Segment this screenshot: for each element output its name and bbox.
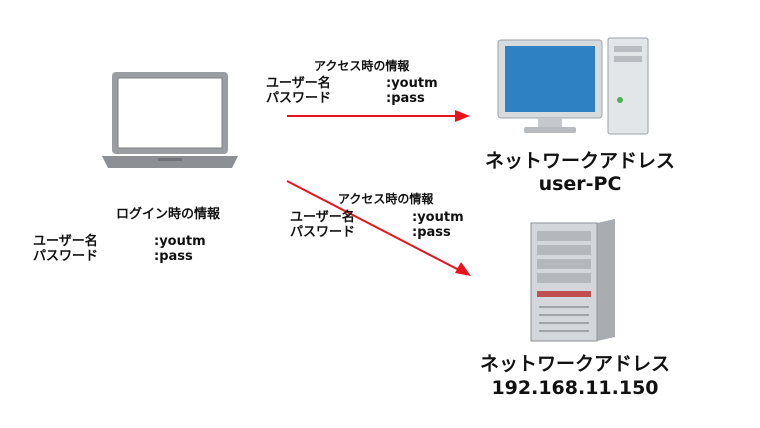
arrow-to-server-head: [455, 262, 471, 276]
pc-network-label: ネットワークアドレス: [484, 150, 675, 172]
access-server-title: アクセス時の情報: [338, 192, 434, 206]
access-pc-title: アクセス時の情報: [314, 59, 410, 73]
access-pc-user-value: :youtm: [386, 76, 438, 91]
arrow-to-pc-head: [455, 110, 470, 122]
server-icon: [530, 219, 615, 342]
login-user-value: :youtm: [154, 234, 206, 249]
access-server-pass-label: パスワード: [290, 225, 356, 240]
desktop-pc-icon: [497, 37, 649, 135]
access-pc-pass-label: パスワード: [266, 91, 332, 106]
login-info-title: ログイン時の情報: [116, 207, 221, 222]
login-pass-label: パスワード: [33, 249, 99, 264]
login-pass-value: :pass: [154, 249, 193, 264]
pc-network-address: user-PC: [538, 173, 622, 195]
access-server-user-value: :youtm: [412, 210, 464, 225]
laptop-icon: [102, 72, 238, 168]
server-network-label: ネットワークアドレス: [479, 353, 670, 375]
access-server-user-label: ユーザー名: [290, 210, 355, 225]
access-pc-user-label: ユーザー名: [266, 76, 331, 91]
access-server-pass-value: :pass: [412, 225, 451, 240]
login-user-label: ユーザー名: [33, 234, 98, 249]
server-network-address: 192.168.11.150: [491, 377, 659, 399]
access-pc-pass-value: :pass: [386, 91, 425, 106]
arrow-to-server: [286, 180, 460, 271]
